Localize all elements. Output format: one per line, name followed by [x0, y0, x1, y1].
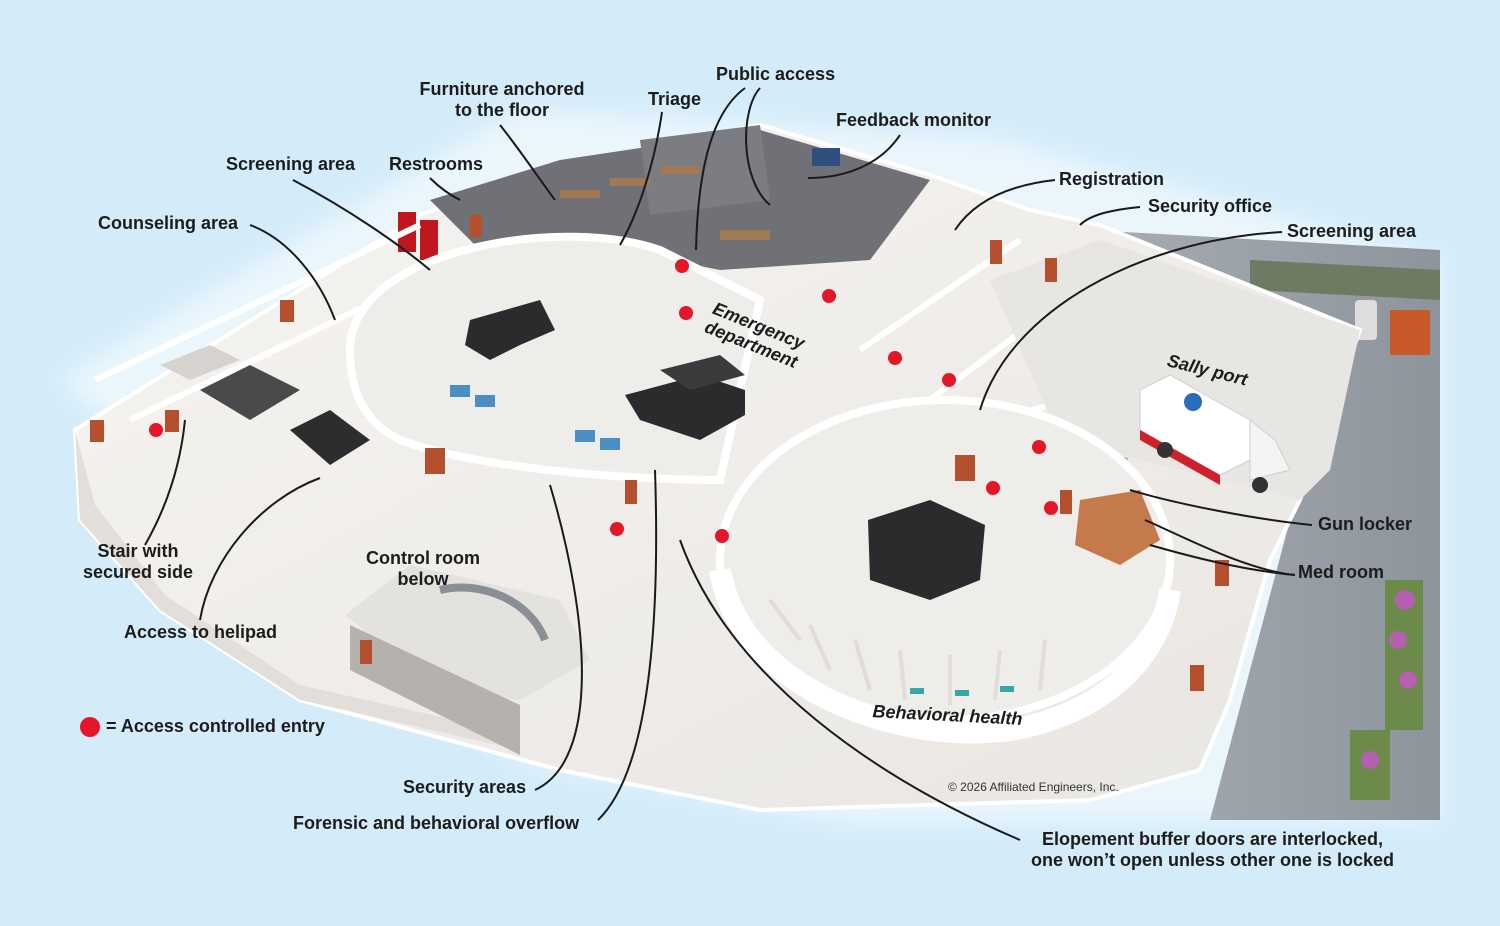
legend-text: = Access controlled entry — [106, 716, 325, 736]
callout-screening-area-right: Screening area — [1287, 221, 1417, 241]
callout-control-room: Control room below — [366, 548, 480, 589]
access-dot — [822, 289, 836, 303]
access-dot — [610, 522, 624, 536]
leader-helipad — [199, 477, 321, 621]
callout-counseling-area: Counseling area — [98, 213, 239, 233]
access-dot — [942, 373, 956, 387]
med-room — [1075, 490, 1160, 565]
access-dot — [715, 529, 729, 543]
access-dot-legend-icon — [80, 716, 100, 737]
callout-restrooms: Restrooms — [389, 154, 484, 174]
control-room — [345, 565, 590, 755]
access-dot — [1032, 440, 1046, 454]
leader-registration — [954, 179, 1056, 231]
leader-forensic — [597, 469, 658, 821]
access-controlled-entries — [149, 259, 1058, 543]
leader-screening-left — [292, 179, 431, 271]
copyright: © 2026 Affiliated Engineers, Inc. — [948, 780, 1119, 794]
callout-security-office: Security office — [1148, 196, 1273, 216]
callout-registration: Registration — [1059, 169, 1165, 189]
access-dot — [149, 423, 163, 437]
leader-public-access-1 — [695, 87, 746, 251]
feedback-monitor-screen — [812, 148, 840, 166]
callout-security-areas: Security areas — [403, 777, 527, 797]
emergency-department-area — [345, 232, 765, 485]
callout-public-access: Public access — [716, 64, 836, 84]
leader-elopement — [679, 539, 1021, 841]
callout-screening-area-left: Screening area — [226, 154, 356, 174]
leader-screening-right — [979, 231, 1283, 411]
callout-furniture-anchored: Furniture anchored to the floor — [419, 79, 585, 120]
leader-gun-locker — [1129, 489, 1313, 526]
leader-security-areas — [534, 484, 583, 791]
planters — [1350, 580, 1423, 800]
leader-security-office — [1079, 206, 1141, 226]
access-dot — [888, 351, 902, 365]
callout-forensic-overflow: Forensic and behavioral overflow — [293, 813, 580, 833]
leader-stair — [144, 419, 186, 546]
access-dot — [679, 306, 693, 320]
callout-feedback-monitor: Feedback monitor — [836, 110, 992, 130]
callout-med-room: Med room — [1298, 562, 1385, 582]
callout-gun-locker: Gun locker — [1318, 514, 1413, 534]
callout-stair-secured: Stair with secured side — [82, 541, 194, 582]
legend: = Access controlled entry — [80, 716, 325, 737]
access-dot — [675, 259, 689, 273]
leader-lines — [144, 87, 1313, 841]
leader-counseling — [249, 224, 336, 321]
doors — [90, 215, 1229, 691]
ambulance — [1139, 374, 1291, 493]
leader-feedback — [807, 134, 901, 179]
behavioral-health-area — [709, 396, 1181, 744]
callout-access-helipad: Access to helipad — [124, 622, 278, 642]
leader-med-room-2 — [1144, 519, 1296, 576]
leader-restrooms — [429, 177, 461, 201]
access-dot — [986, 481, 1000, 495]
callout-elopement: Elopement buffer doors are interlocked, … — [1030, 829, 1395, 870]
hospital-sign — [1390, 310, 1430, 355]
callout-triage: Triage — [648, 89, 702, 109]
exterior-grounds — [1090, 230, 1440, 820]
stair-shafts — [160, 345, 370, 465]
leader-furniture — [499, 124, 556, 201]
leader-public-access-2 — [745, 87, 771, 206]
leader-triage — [619, 111, 663, 246]
access-dot — [1044, 501, 1058, 515]
